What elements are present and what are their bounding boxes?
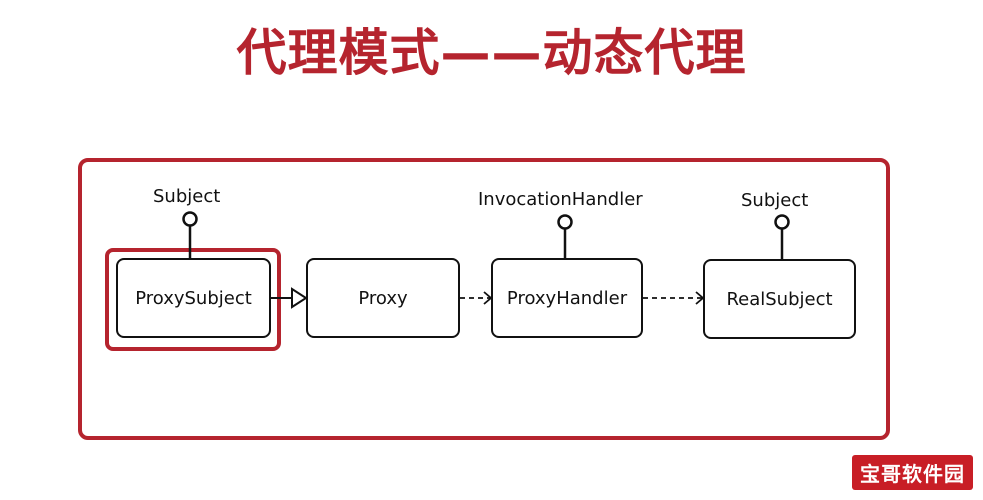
proxy-handler-box[interactable]: ProxyHandler bbox=[491, 258, 643, 338]
invocation-handler-label: InvocationHandler bbox=[478, 189, 643, 210]
subject-right-lollipop bbox=[774, 214, 790, 230]
watermark-logo: 宝哥软件园 bbox=[852, 455, 973, 490]
real-subject-box[interactable]: RealSubject bbox=[703, 259, 856, 339]
page-title: 代理模式——动态代理 bbox=[236, 24, 747, 82]
subject-left-label: Subject bbox=[153, 186, 221, 207]
proxy-handler-label: ProxyHandler bbox=[506, 287, 628, 309]
subject-left-lollipop bbox=[182, 211, 198, 227]
proxy-subject-label: ProxySubject bbox=[135, 287, 252, 309]
proxy-box[interactable]: Proxy bbox=[306, 258, 460, 338]
diagram-frame bbox=[78, 158, 890, 440]
proxy-label: Proxy bbox=[358, 287, 408, 309]
invocation-handler-lollipop bbox=[557, 214, 573, 230]
real-subject-label: RealSubject bbox=[726, 288, 833, 310]
inheritance-arrowhead bbox=[291, 287, 308, 309]
proxy-subject-box[interactable]: ProxySubject bbox=[116, 258, 271, 338]
subject-right-label: Subject bbox=[741, 190, 809, 211]
proxy-subject-highlight bbox=[105, 248, 281, 351]
